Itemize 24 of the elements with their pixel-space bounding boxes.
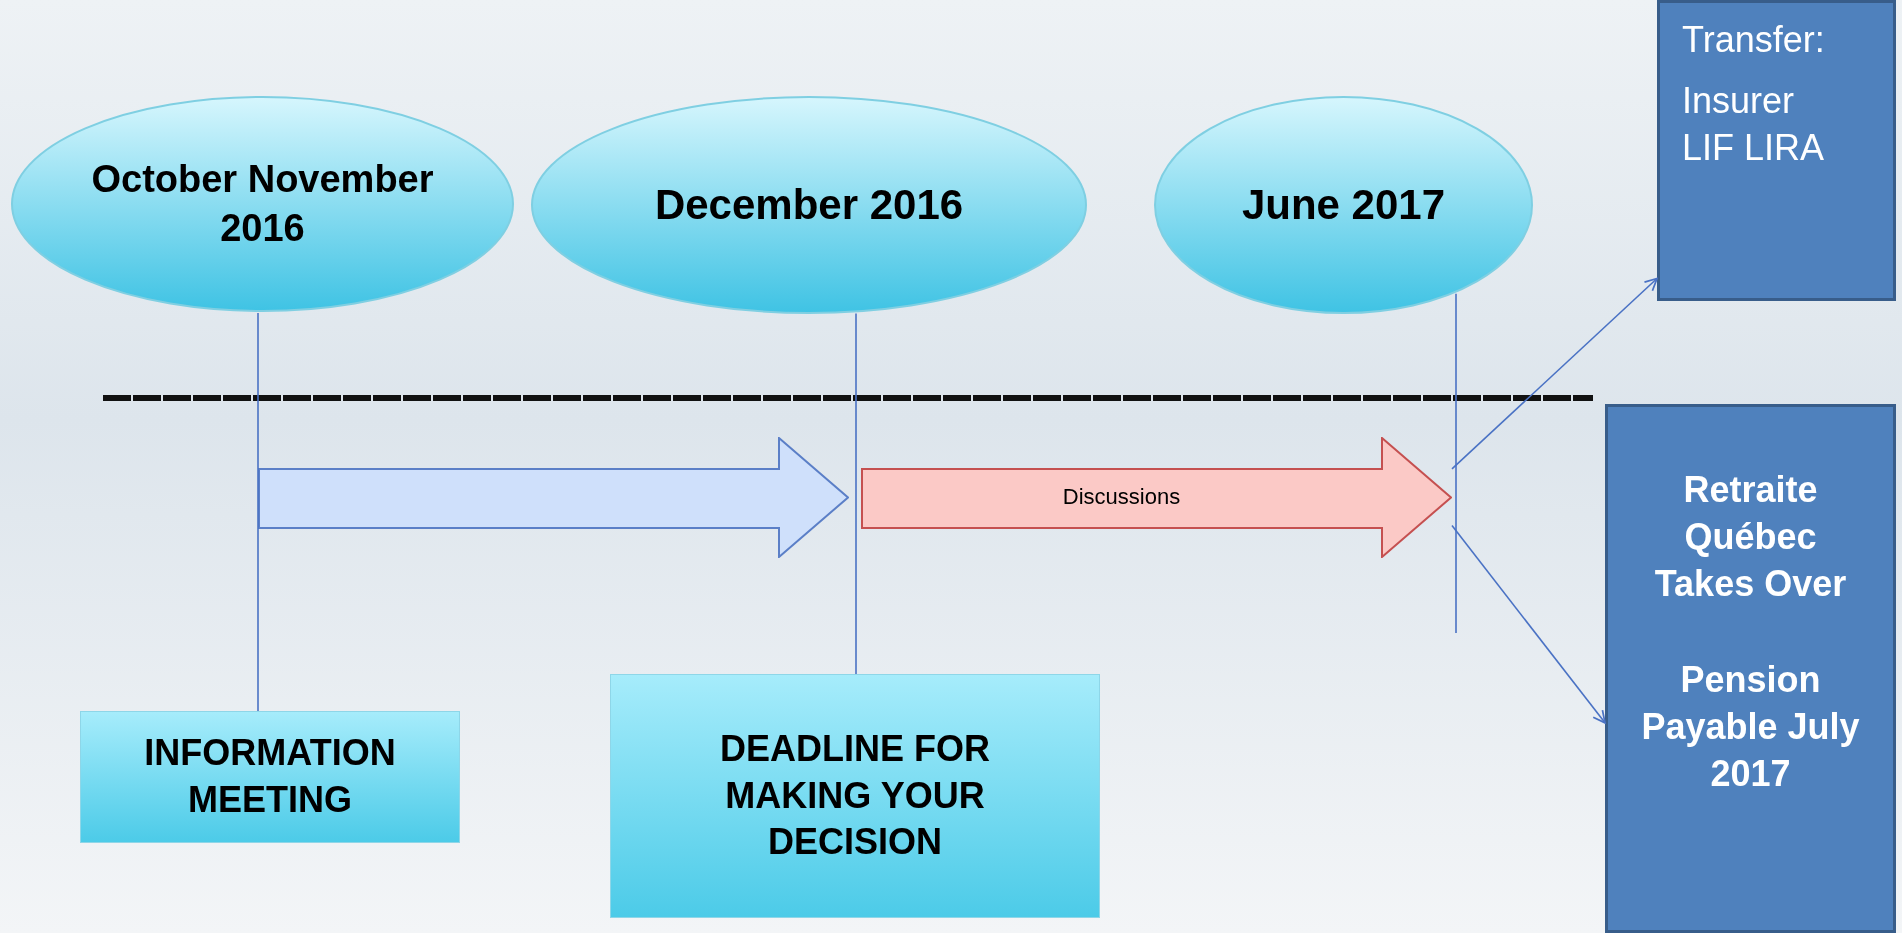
box-text: December 2016: [654, 179, 964, 230]
box-heading: Retraite Québec Takes Over: [1653, 468, 1848, 606]
arrow: [1451, 524, 1606, 724]
box-text: INFORMATION MEETING: [143, 731, 397, 822]
box-text: October November 2016: [90, 156, 435, 251]
block-arrow: [861, 437, 1452, 558]
box-text: DEADLINE FOR MAKING YOUR DECISION: [719, 726, 991, 865]
box-text: June 2017: [1241, 179, 1446, 230]
connector-line: [257, 312, 259, 712]
connector-line: [855, 312, 857, 675]
box-text: Pension Payable July 2017: [1640, 658, 1861, 796]
outcome-box: [1657, 0, 1896, 301]
outcome-box: [1605, 404, 1896, 933]
block-arrow: [258, 437, 849, 558]
arrow: [1451, 277, 1658, 470]
date-ellipse: [10, 95, 515, 313]
date-ellipse: [530, 95, 1088, 315]
connector-line: [1455, 292, 1457, 634]
box-heading: Transfer:: [1682, 18, 1825, 62]
date-ellipse: [1153, 95, 1534, 315]
box-text: Discussions: [1062, 483, 1181, 512]
milestone-box: [80, 711, 460, 843]
milestone-box: [610, 674, 1100, 918]
box-text: Insurer LIF LIRA: [1682, 78, 1826, 170]
